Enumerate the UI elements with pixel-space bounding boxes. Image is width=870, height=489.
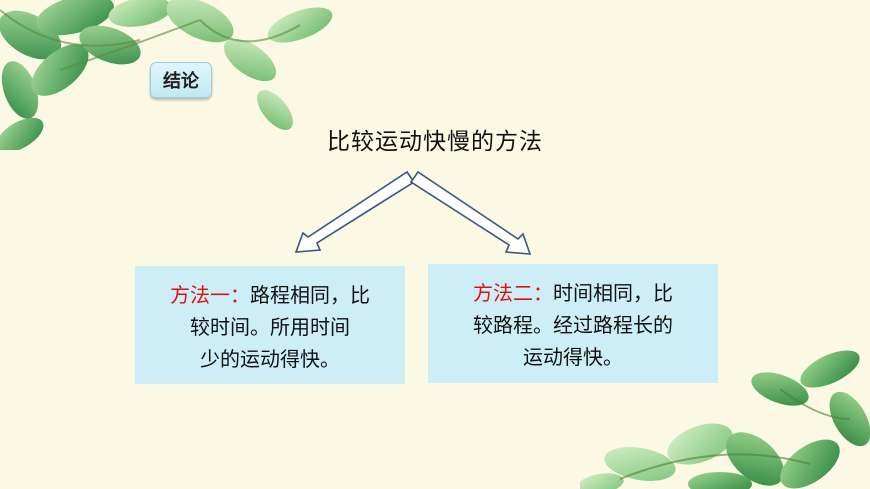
method-one-line-1: 方法一：路程相同，比 <box>145 279 395 311</box>
method-one-text-1: 路程相同，比 <box>250 283 370 307</box>
arrow-right-icon <box>409 170 532 255</box>
method-one-box: 方法一：路程相同，比 较时间。所用时间 少的运动得快。 <box>135 266 405 384</box>
method-two-line-3: 运动得快。 <box>523 345 623 369</box>
method-two-box: 方法二：时间相同，比 较路程。经过路程长的 运动得快。 <box>428 264 718 383</box>
arrow-left-icon <box>294 170 416 253</box>
method-two-text-1: 时间相同，比 <box>553 281 673 305</box>
slide-title: 比较运动快慢的方法 <box>327 129 543 155</box>
method-two-line-1: 方法二：时间相同，比 <box>438 277 708 309</box>
method-one-label: 方法一： <box>170 283 250 307</box>
method-one-line-2: 较时间。所用时间 <box>190 315 350 339</box>
method-two-line-2: 较路程。经过路程长的 <box>473 313 673 337</box>
conclusion-badge: 结论 <box>150 62 212 98</box>
method-one-line-3: 少的运动得快。 <box>200 347 340 371</box>
method-two-label: 方法二： <box>473 281 553 305</box>
